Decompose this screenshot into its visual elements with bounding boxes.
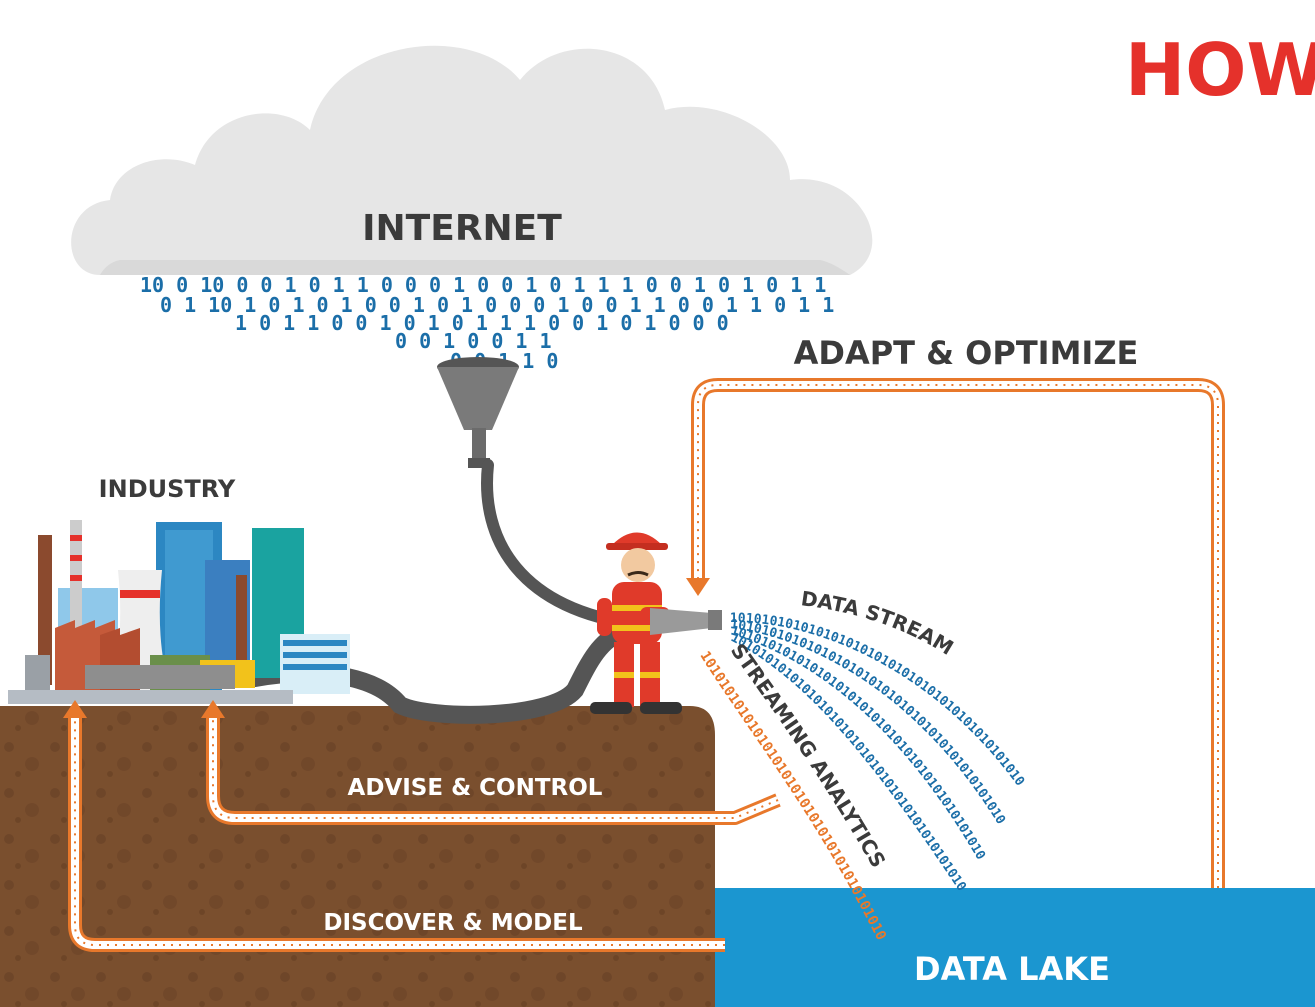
firefighter xyxy=(590,532,722,714)
industry-label: INDUSTRY xyxy=(99,475,236,503)
adapt-optimize-label: ADAPT & OPTIMIZE xyxy=(794,334,1139,372)
binary-row-1: 10 0 10 0 0 1 0 1 1 0 0 0 1 0 0 1 0 1 1 … xyxy=(140,273,826,297)
binary-row-4: 0 0 1 0 0 1 1 xyxy=(395,329,552,353)
data-lake-label: DATA LAKE xyxy=(914,950,1110,988)
discover-model-label: DISCOVER & MODEL xyxy=(323,910,583,936)
feedback-pipes xyxy=(63,378,1225,952)
headline: HOW xyxy=(1125,28,1315,112)
ground xyxy=(0,706,715,1007)
binary-row-3: 1 0 1 1 0 0 1 0 1 0 1 1 1 0 0 1 0 1 0 0 … xyxy=(235,311,729,335)
cloud: INTERNET xyxy=(71,45,873,276)
funnel xyxy=(437,357,519,468)
industry: INDUSTRY xyxy=(8,475,350,704)
advise-control-label: ADVISE & CONTROL xyxy=(348,775,603,801)
internet-label: INTERNET xyxy=(362,208,562,249)
data-lake: DATA LAKE xyxy=(715,888,1315,1007)
binary-row-2: 0 1 10 1 0 1 0 1 0 0 1 0 1 0 0 0 1 0 0 1… xyxy=(160,293,834,317)
